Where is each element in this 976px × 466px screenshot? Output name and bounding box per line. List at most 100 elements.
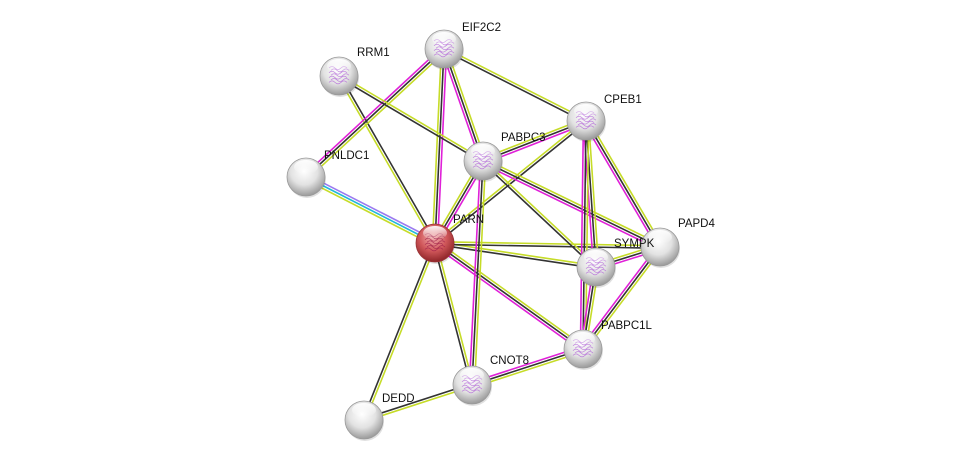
- edge-line-homology: [306, 173, 437, 242]
- edge-cpeb1-papd4[interactable]: [583, 119, 663, 249]
- edge-line-experiments: [440, 49, 482, 163]
- node-label: PNLDC1: [324, 150, 369, 162]
- node-label: EIF2C2: [462, 22, 501, 34]
- node-label: RRM1: [357, 47, 390, 59]
- edge-line-textmining: [436, 240, 585, 348]
- edge-line-textmining: [337, 76, 435, 245]
- edge-line-coexpression: [471, 160, 484, 386]
- node-eif2c2[interactable]: EIF2C2: [424, 22, 501, 70]
- edge-line-textmining: [364, 243, 437, 421]
- edge-parn-pabpc1l[interactable]: [433, 240, 585, 352]
- node-label: PARN: [453, 214, 484, 226]
- node-papd4[interactable]: PAPD4: [640, 218, 715, 268]
- node-highlight: [352, 403, 376, 417]
- edge-line-experiments: [481, 162, 660, 251]
- node-pabpc3[interactable]: PABPC3: [463, 132, 546, 182]
- node-highlight: [460, 368, 484, 382]
- node-highlight: [574, 104, 598, 118]
- edge-line-textmining: [431, 48, 443, 243]
- node-sympk[interactable]: SYMPK: [576, 238, 655, 288]
- node-parn[interactable]: PARN: [415, 214, 484, 264]
- node-cpeb1[interactable]: CPEB1: [566, 94, 642, 142]
- node-label: DEDD: [382, 393, 415, 405]
- edge-parn-pnldc1[interactable]: [304, 173, 437, 247]
- edge-line-textmining: [483, 159, 598, 267]
- edge-pabpc3-papd4[interactable]: [481, 157, 662, 251]
- edge-line-textmining: [435, 242, 475, 385]
- edge-parn-dedd[interactable]: [362, 242, 437, 421]
- edge-line-textmining: [483, 157, 662, 246]
- edge-line-coexpression: [582, 120, 587, 350]
- node-label: SYMPK: [614, 238, 655, 250]
- edge-pabpc3-cnot8[interactable]: [468, 160, 487, 386]
- node-pabpc1l[interactable]: PABPC1L: [563, 320, 653, 370]
- edge-line-textmining: [473, 161, 487, 386]
- edge-line-textmining: [435, 240, 661, 247]
- node-dedd[interactable]: DEDD: [344, 393, 415, 441]
- edge-parn-cpeb1[interactable]: [433, 119, 588, 245]
- edge-eif2c2-pabpc3[interactable]: [440, 47, 487, 163]
- node-highlight: [471, 144, 495, 158]
- edge-line-textmining: [472, 350, 585, 389]
- edge-line-experiments: [580, 244, 659, 348]
- edge-line-coexpression: [585, 120, 661, 248]
- node-pnldc1[interactable]: PNLDC1: [286, 150, 369, 198]
- edge-parn-eif2c2[interactable]: [431, 48, 448, 244]
- edge-line-coexpression: [482, 160, 661, 248]
- edge-line-coexpression: [443, 49, 586, 123]
- edge-papd4-pabpc1l[interactable]: [580, 244, 663, 352]
- edge-line-coexpression: [305, 48, 445, 178]
- edge-line-coexpression: [435, 121, 588, 245]
- edge-line-experiments: [303, 46, 443, 176]
- edge-rrm1-pabpc3[interactable]: [337, 74, 485, 163]
- edge-line-textmining: [433, 119, 586, 243]
- edge-line-coexpression: [362, 242, 435, 420]
- node-highlight: [294, 160, 318, 174]
- node-label: PAPD4: [678, 218, 715, 230]
- node-highlight: [327, 59, 351, 73]
- edge-cpeb1-pabpc1l[interactable]: [579, 120, 590, 350]
- node-highlight: [432, 32, 456, 46]
- node-cnot8[interactable]: CNOT8: [452, 355, 529, 406]
- edge-parn-cnot8[interactable]: [432, 242, 475, 386]
- edge-pabpc1l-cnot8[interactable]: [470, 345, 585, 389]
- node-rrm1[interactable]: RRM1: [319, 47, 390, 97]
- edge-line-textmining: [339, 74, 485, 161]
- node-highlight: [423, 226, 447, 240]
- edge-line-coexpression: [339, 74, 437, 243]
- node-highlight: [571, 332, 595, 346]
- edge-line-textmining: [435, 240, 597, 267]
- edge-line-textmining: [587, 120, 600, 267]
- edge-line-coexpression: [471, 348, 584, 386]
- edge-line-coexpression: [434, 48, 445, 244]
- edge-line-textmining: [304, 178, 435, 247]
- edge-line-experiments: [436, 49, 448, 244]
- edge-line-textmining: [587, 119, 663, 247]
- edge-parn-papd4[interactable]: [434, 240, 661, 250]
- edge-parn-rrm1[interactable]: [337, 74, 437, 245]
- edge-line-textmining: [444, 47, 587, 121]
- edge-line-coexpression: [481, 161, 596, 269]
- node-highlight: [584, 250, 608, 264]
- edge-eif2c2-cpeb1[interactable]: [443, 47, 587, 123]
- edge-line-experiments: [470, 345, 583, 384]
- edge-line-coexpression: [582, 246, 661, 350]
- edge-layer: [303, 46, 663, 422]
- edge-line-experiments: [433, 244, 582, 352]
- edge-line-coexpression: [434, 243, 596, 270]
- edge-eif2c2-pnldc1[interactable]: [303, 46, 447, 180]
- edge-parn-sympk[interactable]: [434, 240, 597, 270]
- node-label: PABPC1L: [601, 320, 653, 332]
- edge-line-database: [305, 176, 436, 244]
- node-highlight: [648, 230, 672, 244]
- node-label: CNOT8: [490, 355, 529, 367]
- edge-line-experiments: [468, 160, 482, 385]
- edge-line-textmining: [307, 50, 447, 180]
- edge-line-coexpression: [337, 76, 483, 163]
- edge-pabpc3-sympk[interactable]: [481, 159, 598, 269]
- edge-line-experiments: [583, 121, 659, 249]
- edge-line-coexpression: [432, 243, 472, 386]
- edge-line-coexpression: [434, 243, 660, 250]
